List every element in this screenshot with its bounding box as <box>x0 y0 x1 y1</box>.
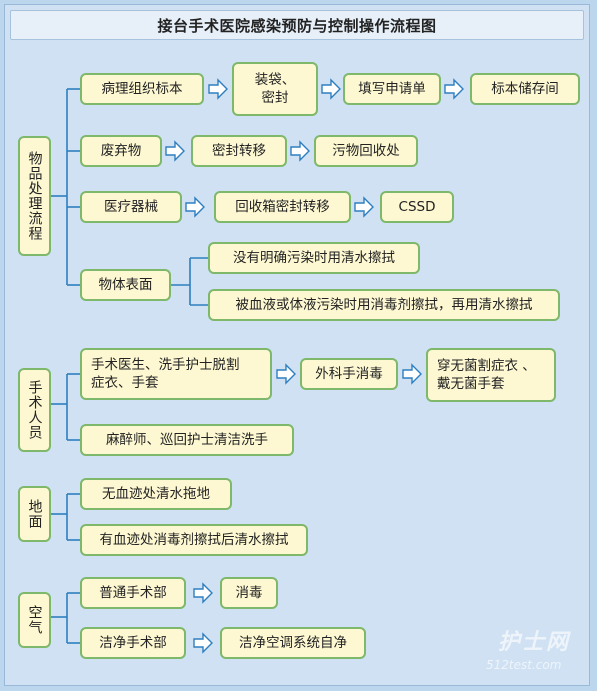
flow-box: 污物回收处 <box>314 135 418 167</box>
flow-box: 穿无菌割症衣 、 戴无菌手套 <box>426 348 556 402</box>
flow-box: 外科手消毒 <box>300 358 398 390</box>
flow-box: 有血迹处消毒剂擦拭后清水擦拭 <box>80 524 308 556</box>
watermark: 护士网 512test.com <box>478 624 588 684</box>
flow-box: 物体表面 <box>80 269 171 301</box>
arrow-right-icon <box>444 79 464 99</box>
flow-box: 无血迹处清水拖地 <box>80 478 232 510</box>
floor-tree-lines <box>51 493 80 541</box>
diagram-title: 接台手术医院感染预防与控制操作流程图 <box>10 10 584 40</box>
flow-box: 被血液或体液污染时用消毒剂擦拭，再用清水擦拭 <box>208 289 560 321</box>
flow-box: 洁净手术部 <box>80 627 186 659</box>
arrow-right-icon <box>193 583 213 603</box>
arrow-right-icon <box>402 364 422 384</box>
diagram-frame <box>4 4 590 686</box>
flow-box: 装袋、 密封 <box>232 62 318 116</box>
arrow-right-icon <box>276 364 296 384</box>
flow-box: 废弃物 <box>80 135 162 167</box>
flow-box: 密封转移 <box>191 135 287 167</box>
air-tree-lines <box>51 592 80 644</box>
section-label-staff: 手术人员 <box>18 368 51 452</box>
flow-box: 回收箱密封转移 <box>214 191 351 223</box>
section-label-floor: 地面 <box>18 486 51 542</box>
arrow-right-icon <box>354 197 374 217</box>
arrow-right-icon <box>208 79 228 99</box>
flow-box: 洁净空调系统自净 <box>220 627 366 659</box>
staff-tree-lines <box>51 373 80 441</box>
flow-box: 没有明确污染时用清水擦拭 <box>208 242 420 274</box>
flow-box: 标本储存间 <box>470 73 580 105</box>
items-tree-lines <box>51 88 208 306</box>
arrow-right-icon <box>165 141 185 161</box>
arrow-right-icon <box>290 141 310 161</box>
flow-box: 医疗器械 <box>80 191 182 223</box>
section-label-air: 空气 <box>18 592 51 648</box>
flow-box: 手术医生、洗手护士脱割 症衣、手套 <box>80 348 272 400</box>
watermark-site: 512test.com <box>486 658 562 672</box>
arrow-right-icon <box>321 79 341 99</box>
flow-box: 普通手术部 <box>80 577 186 609</box>
flow-box: 消毒 <box>220 577 278 609</box>
flow-box: 填写申请单 <box>343 73 441 105</box>
arrow-right-icon <box>185 197 205 217</box>
flow-box: CSSD <box>380 191 454 223</box>
arrow-right-icon <box>193 633 213 653</box>
watermark-brand: 护士网 <box>498 630 571 655</box>
flow-box: 麻醉师、巡回护士清洁洗手 <box>80 424 294 456</box>
flow-box: 病理组织标本 <box>80 73 204 105</box>
section-label-items: 物品处理流程 <box>18 136 51 256</box>
